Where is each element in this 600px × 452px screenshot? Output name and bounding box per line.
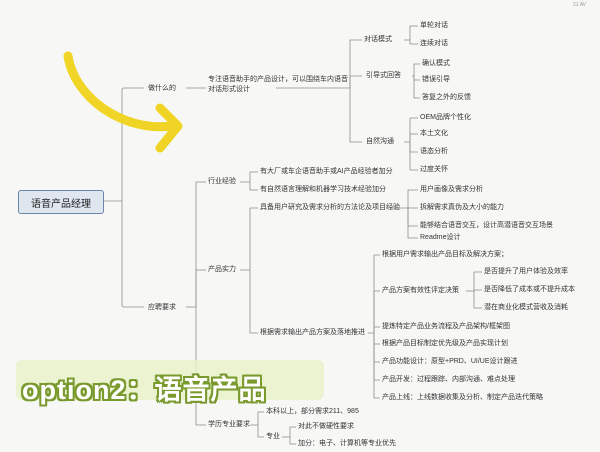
group-guided-answer: 引导式回答 — [366, 72, 401, 79]
group-guided-item: 答复之外的反馈 — [422, 94, 471, 101]
solution-label: 根据需求输出产品方案及落地推进 — [260, 329, 365, 336]
branch-requirements-label: 应聘要求 — [148, 304, 176, 311]
branch-what-desc-2: 对话形式设计 — [208, 86, 250, 93]
solution-item: 产品上线：上线数据收集及分析、制定产品迭代策略 — [382, 394, 543, 401]
group-natural-item: OEM品牌个性化 — [420, 114, 471, 121]
product-ability-label: 产品实力 — [208, 266, 236, 273]
analysis-item: 能够结合语音交互，设计高潜语音交互场景 — [420, 222, 553, 229]
industry-experience-label: 行业经验 — [208, 178, 236, 185]
education-label: 学历专业要求 — [208, 421, 250, 428]
major-item: 对此不做硬性要求 — [298, 423, 354, 430]
solution-item: 产品功能设计：原型+PRD、UI/UE设计跟进 — [382, 358, 518, 365]
decision-label: 产品方案有效性评定决策 — [382, 287, 459, 294]
group-dialog-mode: 对话模式 — [364, 36, 392, 43]
solution-item: 根据用户需求输出产品目标及解决方案； — [382, 251, 508, 258]
analysis-item: 拆解需求真伪及大小的能力 — [420, 204, 504, 211]
solution-item: 提炼特定产品业务流程及产品架构/框架图 — [382, 323, 510, 330]
major-label: 专业 — [266, 433, 280, 440]
education-degree: 本科以上，部分需求211、985 — [266, 408, 359, 415]
group-guided-item: 确认模式 — [422, 60, 450, 67]
decision-item: 潜在商业化模式营收及消耗 — [484, 304, 568, 311]
caption-background — [16, 360, 324, 400]
corner-label: 21 AV — [573, 2, 586, 8]
group-guided-item: 错误引导 — [422, 76, 450, 83]
solution-item: 产品开发：过程跟踪、内部沟通、难点处理 — [382, 376, 515, 383]
highlight-arrow-icon — [63, 51, 183, 153]
group-natural-item: 本土文化 — [420, 130, 448, 137]
group-natural-item: 语态分析 — [420, 148, 448, 155]
analysis-label: 具备用户研究及需求分析的方法论及项目经验 — [260, 204, 400, 211]
major-item: 加分：电子、计算机等专业优先 — [298, 440, 396, 447]
industry-item: 有自然语言理解和机器学习技术经验加分 — [260, 186, 386, 193]
branch-what-desc-1: 专注语音助手的产品设计，可以围绕车内语音 — [208, 76, 348, 83]
group-natural-talk: 自然沟通 — [366, 138, 394, 145]
decision-item: 是否降低了成本或不提升成本 — [484, 286, 575, 293]
solution-item: 根据产品目标制定优先级及产品实现计划 — [382, 340, 508, 347]
group-natural-item: 过度关怀 — [420, 166, 448, 173]
industry-item: 有大厂或车企语音助手或AI产品经验者加分 — [260, 168, 393, 175]
root-node: 语音产品经理 — [18, 190, 104, 214]
group-dialog-item: 连续对话 — [420, 40, 448, 47]
decision-item: 是否提升了用户体验及效率 — [484, 268, 568, 275]
analysis-item: Readme设计 — [420, 234, 461, 241]
group-dialog-item: 单轮对话 — [420, 22, 448, 29]
option-caption: option2：语音产品 — [22, 375, 267, 405]
branch-what-label: 做什么的 — [148, 85, 176, 92]
analysis-item: 用户画像及需求分析 — [420, 186, 483, 193]
